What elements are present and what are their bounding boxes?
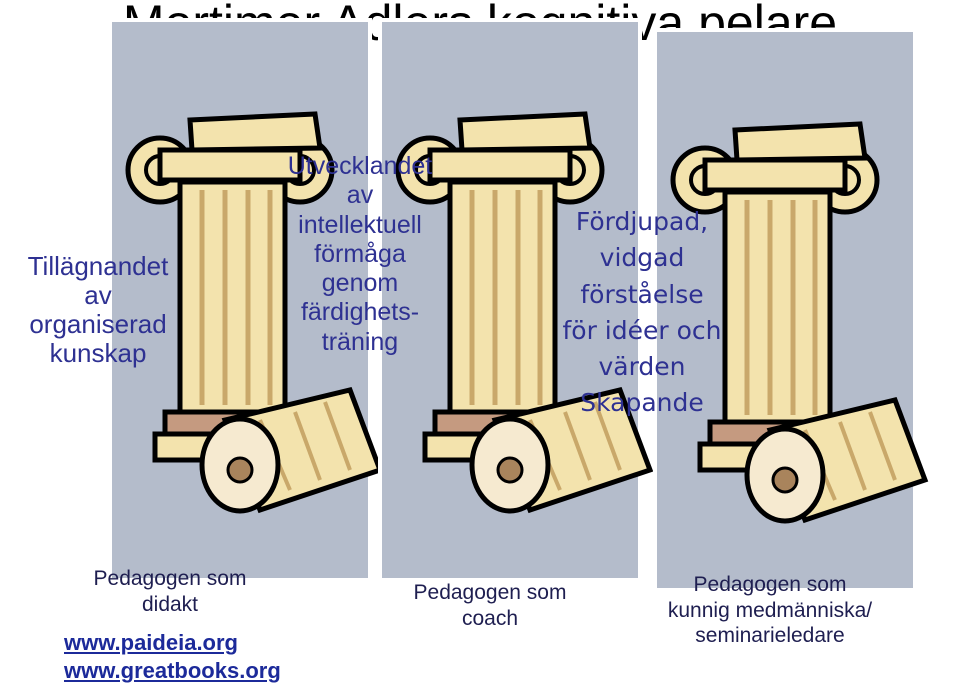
pillar-3-text: Fördjupad, vidgad förståelse för idéer o… <box>530 204 754 422</box>
pillar-1-line: av <box>84 280 112 311</box>
teacher-role-coach: Pedagogen som coach <box>380 580 600 631</box>
teacher-1-line: didakt <box>141 592 199 616</box>
pillar-3-line: Skapande <box>580 388 704 418</box>
teacher-3-line: kunnig medmänniska/ <box>667 598 873 622</box>
pillar-1-line: organiserad <box>29 309 167 340</box>
teacher-3-line: Pedagogen som <box>693 573 847 596</box>
pillar-2-line: förmåga <box>314 239 406 268</box>
pillar-2-line: genom <box>321 269 399 297</box>
pillar-2-line: av <box>346 181 374 210</box>
pillar-1-line: Tillägnandet <box>27 251 169 281</box>
link-paideia[interactable]: www.paideia.org <box>64 630 238 655</box>
pillar-2-line: Utvecklandet <box>287 152 433 180</box>
pillar-3-line: för idéer och <box>562 315 722 345</box>
teacher-3-line: seminarieledare <box>695 624 845 648</box>
pillar-2-line: intellektuell <box>298 210 422 239</box>
pillar-3-line: värden <box>598 352 686 381</box>
teacher-role-didakt: Pedagogen som didakt <box>60 566 280 617</box>
teacher-2-line: Pedagogen som <box>413 581 567 604</box>
pillar-3-line: Fördjupad, <box>575 207 709 236</box>
teacher-role-seminarieledare: Pedagogen som kunnig medmänniska/ semina… <box>640 572 900 649</box>
pillar-3-line: förståelse <box>580 279 704 309</box>
teacher-1-line: Pedagogen som <box>93 567 247 590</box>
link-greatbooks[interactable]: www.greatbooks.org <box>64 658 281 683</box>
pillar-3-line: vidgad <box>599 243 685 273</box>
pillar-2-line: träning <box>321 327 399 356</box>
pillar-1-line: kunskap <box>49 338 147 369</box>
pillar-2-line: färdighets- <box>300 298 420 327</box>
pillar-2-text: Utvecklandet av intellektuell förmåga ge… <box>250 152 470 357</box>
teacher-2-line: coach <box>461 606 519 630</box>
pillar-1-text: Tillägnandet av organiserad kunskap <box>0 251 196 369</box>
